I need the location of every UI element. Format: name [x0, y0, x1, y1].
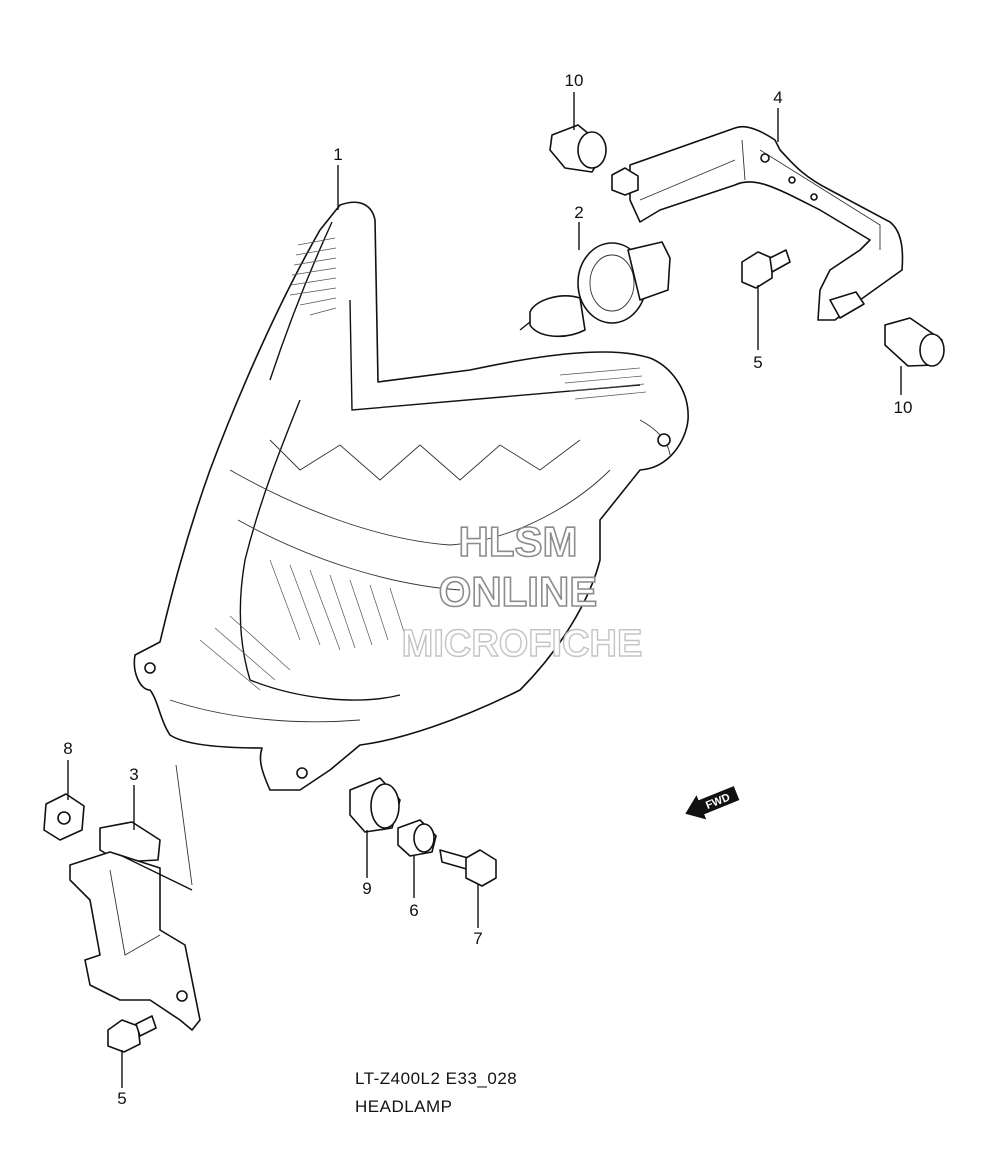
collar	[397, 819, 437, 857]
callouts: 10 4 1 2 5 10 8 3 9 6 7 5	[63, 71, 912, 1108]
bolt-upper	[741, 249, 791, 289]
bulb-socket	[519, 241, 671, 338]
bolt-lower	[107, 1015, 157, 1053]
fwd-label: FWD	[704, 791, 732, 812]
callout-10-right: 10	[894, 398, 913, 417]
callout-10-top: 10	[565, 71, 584, 90]
callout-8: 8	[63, 739, 72, 758]
callout-9: 9	[362, 879, 371, 898]
mounting-bracket	[611, 125, 904, 321]
watermark-line-3: MICROFICHE	[402, 623, 643, 665]
watermark: HLSM ONLINE MICROFICHE	[401, 517, 643, 666]
fwd-arrow-icon: FWD	[685, 786, 740, 820]
callout-3: 3	[129, 765, 138, 784]
callout-5-upper: 5	[753, 353, 762, 372]
grommet-right	[884, 317, 945, 367]
callout-4: 4	[773, 88, 782, 107]
watermark-line-2: ONLINE	[439, 568, 598, 615]
diagram-title: HEADLAMP	[355, 1097, 453, 1116]
cushion	[349, 777, 401, 833]
clip-nut	[43, 793, 85, 841]
leader-lines	[67, 92, 902, 1088]
callout-5-lower: 5	[117, 1089, 126, 1108]
callout-6: 6	[409, 901, 418, 920]
diagram-code: LT-Z400L2 E33_028	[355, 1069, 517, 1088]
lower-bracket	[69, 764, 201, 1031]
watermark-line-1: HLSM	[459, 518, 578, 565]
callout-1: 1	[333, 145, 342, 164]
headlamp-housing	[133, 201, 689, 791]
grommet-top	[549, 124, 607, 173]
callout-2: 2	[574, 203, 583, 222]
bolt-seven	[439, 849, 497, 887]
callout-7: 7	[473, 929, 482, 948]
